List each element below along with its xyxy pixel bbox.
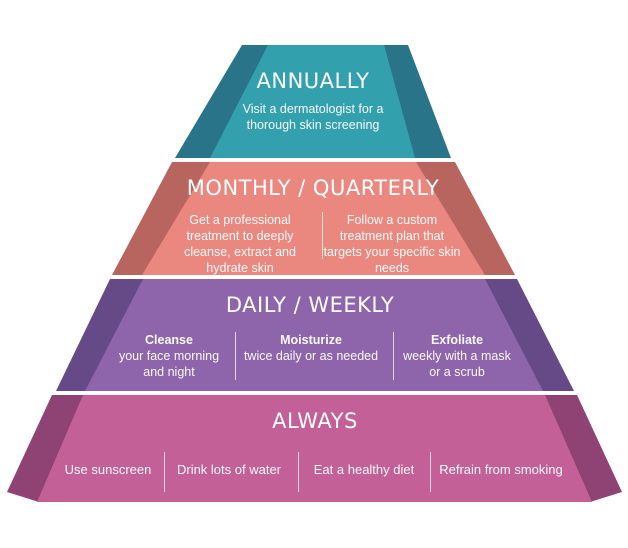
tier-always-divider-3 [430,452,431,492]
tier-always-item-1: Use sunscreen [64,462,152,477]
tier-annually-front [210,45,415,158]
tier-always-item-3: Eat a healthy diet [313,462,415,477]
tier-daily-item-exfoliate: Exfoliate weekly with a mask or a scrub [401,332,513,380]
tier-monthly-left-side [112,162,212,275]
tier-daily-moisturize-text: twice daily or as needed [243,349,379,363]
tier-monthly-item-2: Follow a custom treatment plan that targ… [323,213,461,275]
tier-always-item-4: Refrain from smoking [439,462,563,477]
tier-always-item-2: Drink lots of water [176,462,282,477]
tier-daily-item-cleanse: Cleanse your face morning and night [113,332,225,380]
tier-annually-shape [175,45,451,158]
tier-monthly-item-1: Get a professional treatment to deeply c… [184,213,296,275]
tier-annually-right-side [382,45,451,158]
tier-always-divider-1 [164,452,165,492]
tier-annually-left-side [175,45,270,158]
tier-daily-front [85,279,543,391]
tier-daily-divider-1 [235,332,236,380]
tier-daily-exfoliate-text: weekly with a mask or a scrub [403,349,511,379]
tier-daily-divider-2 [393,332,394,380]
tier-daily-title: DAILY / WEEKLY [225,293,395,317]
tier-monthly-shape [112,162,515,275]
tier-monthly-title: MONTHLY / QUARTERLY [186,176,440,200]
tier-always-left-side [7,395,85,502]
tier-always-front [37,395,592,502]
tier-always-right-side [543,395,622,502]
tier-daily-left-side [56,279,145,391]
tier-always-shape [7,395,622,502]
tier-monthly-divider [322,212,323,259]
tier-daily-cleanse-text: your face morning and night [118,349,220,379]
tier-monthly-right-side [414,162,515,275]
tier-daily-moisturize-heading: Moisturize [280,333,342,347]
tier-monthly-front [142,162,485,275]
tier-daily-shape [56,279,574,391]
tier-always-title: ALWAYS [272,409,358,433]
tier-daily-cleanse-heading: Cleanse [145,333,193,347]
tier-annually-text: Visit a dermatologist for a thorough ski… [242,102,384,132]
tier-daily-item-moisturize: Moisturize twice daily or as needed [241,332,381,364]
tier-daily-exfoliate-heading: Exfoliate [430,333,484,347]
tier-daily-right-side [483,279,574,391]
tier-annually-title: ANNUALLY [256,69,370,93]
tier-always-divider-2 [298,452,299,492]
